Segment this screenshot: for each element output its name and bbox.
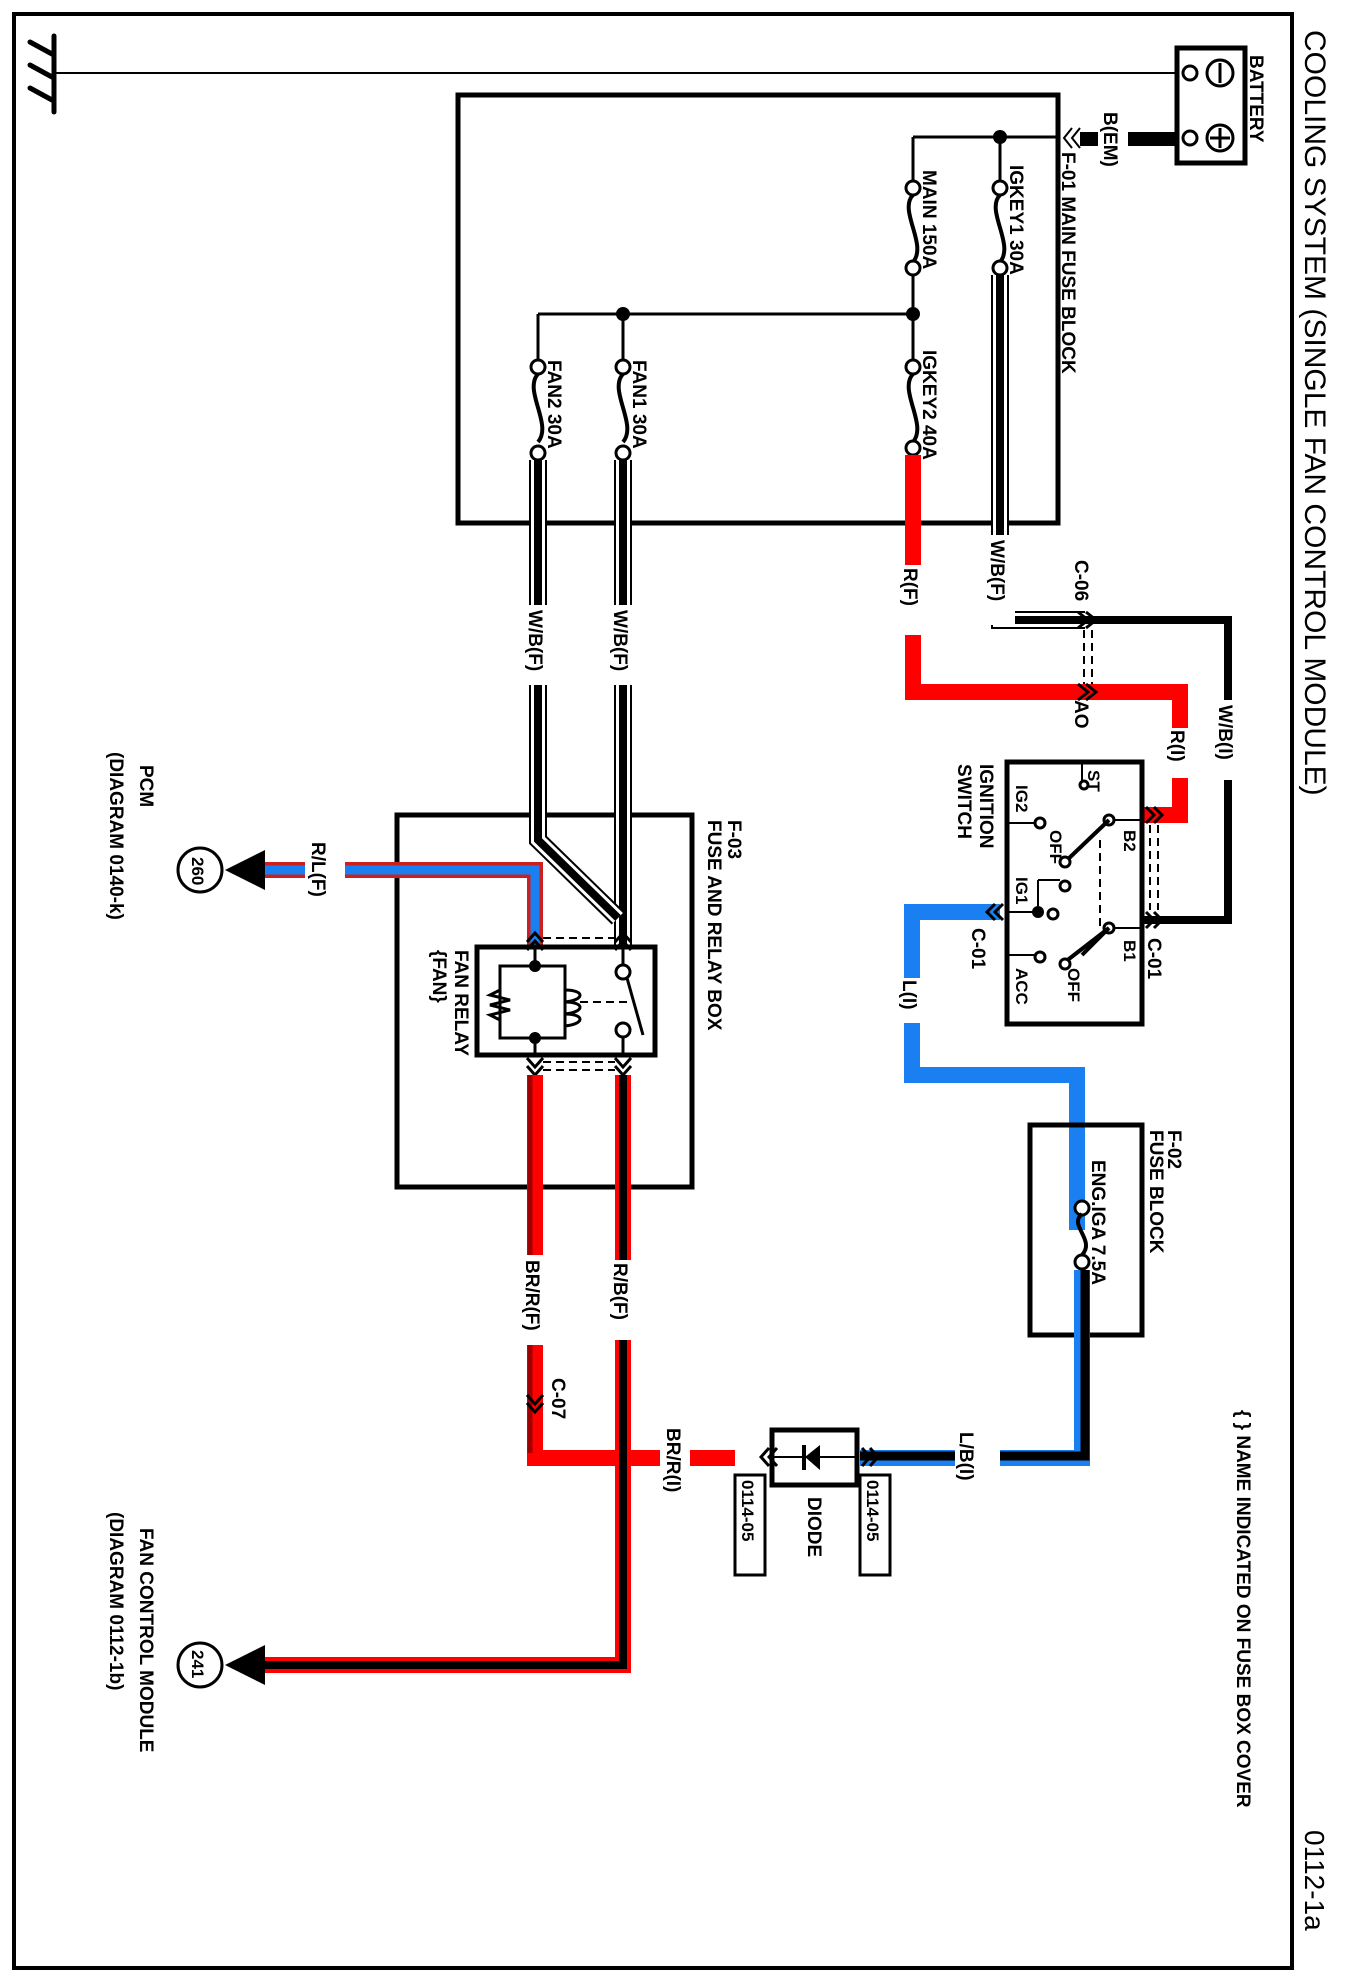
diode-label: DIODE xyxy=(803,1497,824,1557)
diode-ref-right: 0114-05 xyxy=(863,1480,882,1541)
connector-c01-top-icon xyxy=(1144,805,1165,930)
diode-ref-right-box xyxy=(858,1473,892,1577)
ground-icon xyxy=(27,33,57,115)
fuse-fan1-label: FAN1 30A xyxy=(628,360,649,449)
fuse-block-f02-id: F-02 xyxy=(1163,1130,1184,1169)
wire-pcm-rl xyxy=(265,862,543,945)
connector-ao-label: AO xyxy=(1070,700,1091,729)
ignition-switch xyxy=(1004,759,1145,1027)
wire-label-igkey1: W/B(F) xyxy=(986,540,1007,601)
wire-fan2-wb xyxy=(529,460,625,925)
wire-label-fan2: W/B(F) xyxy=(524,610,545,671)
fcm-ref: (DIAGRAM 0112-1b) xyxy=(105,1512,126,1690)
fan-relay-switch-icon xyxy=(580,947,645,1055)
main-fuse-block-label: F-01 MAIN FUSE BLOCK xyxy=(1057,152,1078,374)
wire-label-relay-coil: BR/R(F) xyxy=(521,1260,542,1331)
fuse-relay-box-id: F-03 xyxy=(723,820,744,859)
fcm-arrow-icon xyxy=(225,1645,265,1685)
connector-c06-icon xyxy=(1077,610,1099,630)
connector-c07-icon xyxy=(525,1394,545,1415)
fuse-main-label: MAIN 150A xyxy=(918,170,939,270)
fcm-label: FAN CONTROL MODULE xyxy=(135,1528,156,1752)
ignition-switch-contacts xyxy=(1007,762,1142,971)
main-fuse-block xyxy=(455,92,1061,526)
wire-label-relay-switch: R/B(F) xyxy=(609,1263,630,1320)
fuse-igkey2-label: IGKEY2 40A xyxy=(918,350,939,460)
ignition-terminal-ig1: IG1 xyxy=(1012,877,1031,904)
diagram-title: COOLING SYSTEM (SINGLE FAN CONTROL MODUL… xyxy=(1298,30,1331,796)
fan-relay-label: FAN RELAY xyxy=(450,950,471,1056)
wire-label-ign-b2: R(I) xyxy=(1166,730,1187,762)
ignition-terminal-b2: B2 xyxy=(1120,830,1139,852)
wire-relay-switch-rb xyxy=(265,1075,631,1673)
fuse-eng-iga-label: ENG.IGA 7.5A xyxy=(1087,1160,1108,1285)
fuse-fan2-label: FAN2 30A xyxy=(543,360,564,449)
connector-c01-top-label: C-01 xyxy=(1143,938,1164,980)
wire-fuse-to-diode xyxy=(860,1270,1090,1466)
fuse-block-f02-label: FUSE BLOCK xyxy=(1145,1130,1166,1254)
ignition-switch-label-1: IGNITION xyxy=(975,764,996,848)
fuse-igkey2-icon xyxy=(904,358,922,457)
diode-icon xyxy=(772,1445,857,1470)
pcm-ref: (DIAGRAM 0140-k) xyxy=(105,752,126,920)
ignition-terminal-acc: ACC xyxy=(1012,968,1031,1005)
wire-label-fan1: W/B(F) xyxy=(609,610,630,671)
connector-c06-label: C-06 xyxy=(1070,560,1091,601)
fuse-cover-note: { } NAME INDICATED ON FUSE BOX COVER xyxy=(1232,1410,1253,1808)
connector-ao-icon xyxy=(1077,682,1099,702)
fcm-badge[interactable] xyxy=(176,1641,224,1689)
fan-relay-coil-icon xyxy=(485,947,582,1055)
connector-c01-bottom-label: C-01 xyxy=(967,928,988,970)
wire-label-igkey2: R(F) xyxy=(899,568,920,606)
connector-c07-label: C-07 xyxy=(547,1378,568,1419)
fuse-fan2-icon xyxy=(529,358,547,462)
wire-label-diode-out: BR/R(I) xyxy=(662,1428,683,1492)
diode-ref-left-box xyxy=(733,1473,767,1577)
diagram-frame xyxy=(12,12,1294,1970)
ignition-terminal-b1: B1 xyxy=(1120,940,1139,962)
wire-label-b-em: B(EM) xyxy=(1099,112,1120,167)
fuse-igkey1-icon xyxy=(991,179,1009,277)
ignition-terminal-ig2: IG2 xyxy=(1012,785,1031,812)
ignition-terminal-off-lower: OFF xyxy=(1064,968,1083,1002)
wire-ig1-blue xyxy=(904,904,1085,1230)
pcm-badge[interactable] xyxy=(176,846,224,894)
fuse-fan1-icon xyxy=(614,358,632,462)
fuse-eng-iga-icon xyxy=(1073,1199,1091,1271)
wire-label-ign-ig1: L(I) xyxy=(898,980,919,1010)
ignition-switch-label-2: SWITCH xyxy=(953,764,974,839)
battery xyxy=(1174,45,1248,166)
fcm-badge-number: 241 xyxy=(188,1650,207,1678)
page-number: 0112-1a xyxy=(1299,1830,1330,1931)
wire-label-ign-b1: W/B(I) xyxy=(1214,705,1235,760)
connector-c01-bottom-icon xyxy=(984,902,1005,922)
fuse-main-icon xyxy=(904,179,922,277)
battery-label: BATTERY xyxy=(1245,55,1266,143)
fan-relay-cover-name: {FAN} xyxy=(428,950,449,1003)
wire-label-pcm: R/L(F) xyxy=(307,842,328,897)
fan-relay xyxy=(474,944,658,1058)
fuse-igkey1-label: IGKEY1 30A xyxy=(1005,165,1026,275)
pcm-arrow-icon xyxy=(225,850,265,890)
pcm-label: PCM xyxy=(135,765,156,807)
ignition-terminal-st: ST xyxy=(1084,770,1103,792)
fuse-relay-box-label: FUSE AND RELAY BOX xyxy=(703,820,724,1031)
wire-battery-positive xyxy=(1080,132,1177,146)
pcm-badge-number: 260 xyxy=(188,857,207,885)
wire-label-fuse-out: L/B(I) xyxy=(955,1432,976,1481)
ignition-terminal-off-upper: OFF xyxy=(1046,830,1065,864)
connector-f01-icon xyxy=(1062,127,1081,149)
diode-ref-left: 0114-05 xyxy=(738,1480,757,1541)
